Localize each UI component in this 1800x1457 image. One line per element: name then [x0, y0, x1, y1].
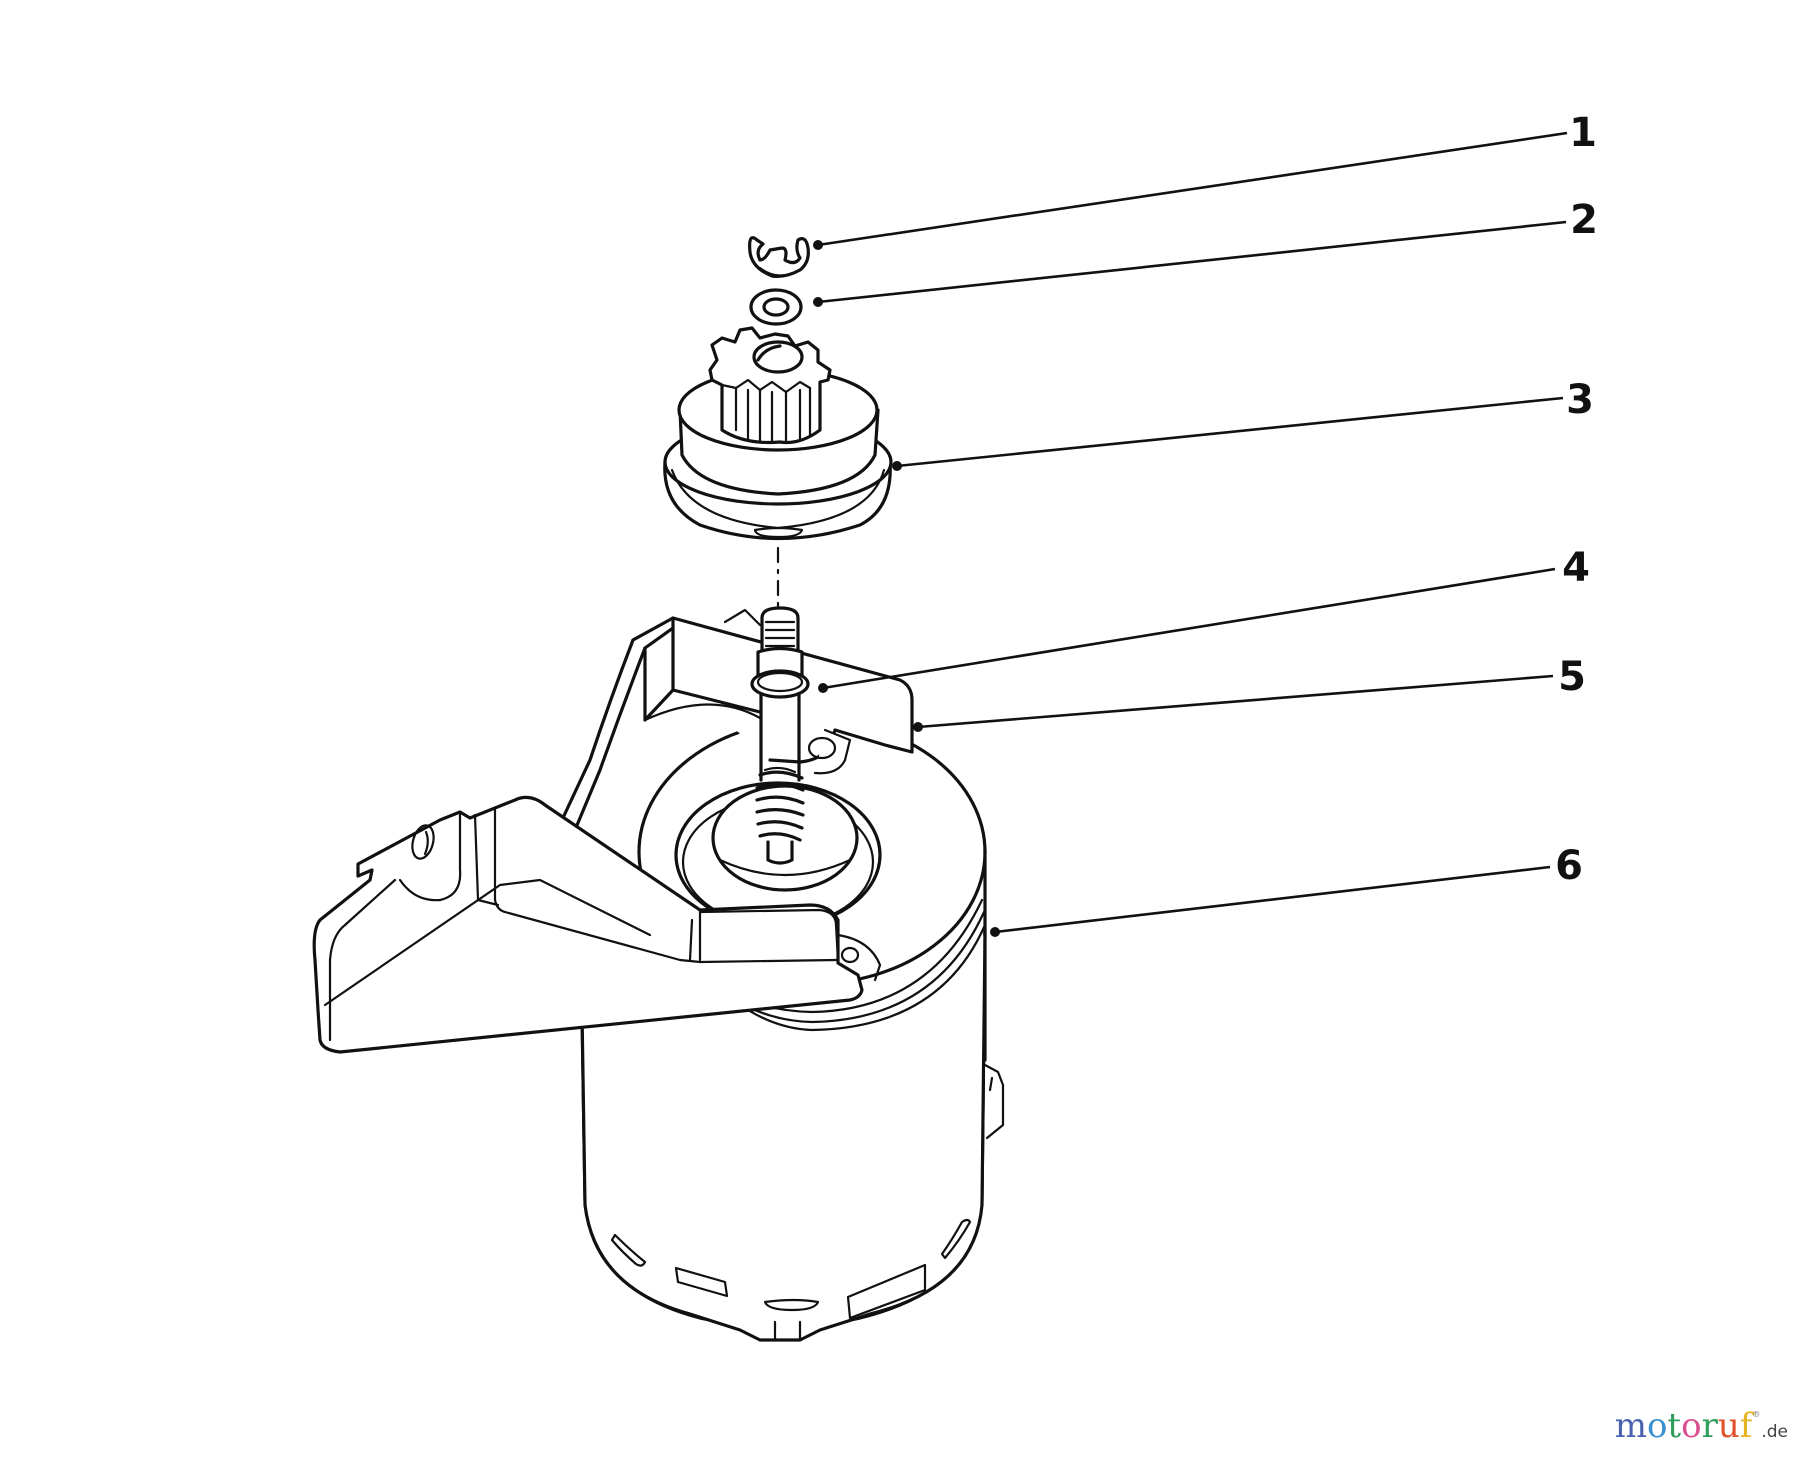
logo-letter-o2: o — [1681, 1406, 1702, 1446]
logo-letter-o: o — [1646, 1406, 1668, 1446]
motoruf-watermark-logo: motoruf®.de — [1615, 1409, 1788, 1443]
logo-letter-m: m — [1614, 1406, 1647, 1446]
drive-pinion-gear — [663, 326, 893, 541]
drive-shaft-assembly — [750, 546, 810, 865]
logo-letter-t: t — [1667, 1406, 1682, 1446]
callout-6: 6 — [1555, 843, 1583, 889]
callout-2: 2 — [1570, 197, 1598, 243]
starter-motor-body — [580, 718, 1005, 1342]
logo-tld: .de — [1761, 1422, 1788, 1442]
logo-letter-r: r — [1701, 1406, 1718, 1446]
callout-1: 1 — [1569, 110, 1597, 156]
callout-5: 5 — [1558, 654, 1586, 700]
retaining-clip — [748, 236, 810, 278]
thrust-washer — [749, 288, 803, 326]
mounting-bracket-front — [312, 795, 882, 1054]
logo-letter-u: u — [1717, 1406, 1740, 1446]
callout-3: 3 — [1566, 377, 1594, 423]
callout-leaders — [813, 131, 1568, 937]
callout-4: 4 — [1562, 545, 1590, 591]
registered-mark: ® — [1752, 1410, 1761, 1419]
logo-letter-f: f — [1739, 1406, 1753, 1446]
